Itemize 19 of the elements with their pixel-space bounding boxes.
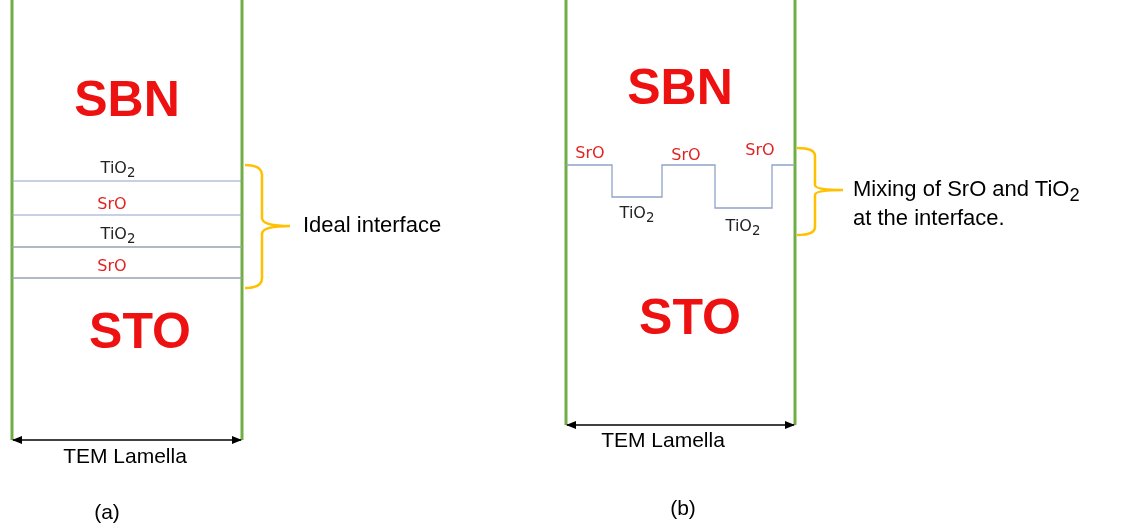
layer-label: SrO <box>745 140 775 160</box>
material-label: STO <box>639 289 741 347</box>
layer-label: SrO <box>97 194 127 214</box>
dimension-label: TEM Lamella <box>63 443 187 469</box>
layer-label: SrO <box>575 143 605 163</box>
layer-label: TiO$_{2}$ <box>619 204 655 226</box>
layer-label: TiO$_{2}$ <box>100 225 136 247</box>
layer-label: SrO <box>97 256 127 276</box>
interface-label: Ideal interface <box>303 212 442 238</box>
layer-label: TiO$_{2}$ <box>100 159 136 181</box>
layer-label: SrO <box>671 145 701 165</box>
material-label: SBN <box>74 71 180 129</box>
interface-label: Mixing of SrO and TiO$_{2}$ at the interface. <box>853 175 1081 231</box>
dimension-label: TEM Lamella <box>601 427 725 453</box>
material-label: STO <box>89 303 191 361</box>
panel-label: (b) <box>670 495 696 521</box>
material-label: SBN <box>627 59 733 117</box>
layer-label: TiO$_{2}$ <box>725 217 761 239</box>
panel-label: (a) <box>94 499 120 525</box>
